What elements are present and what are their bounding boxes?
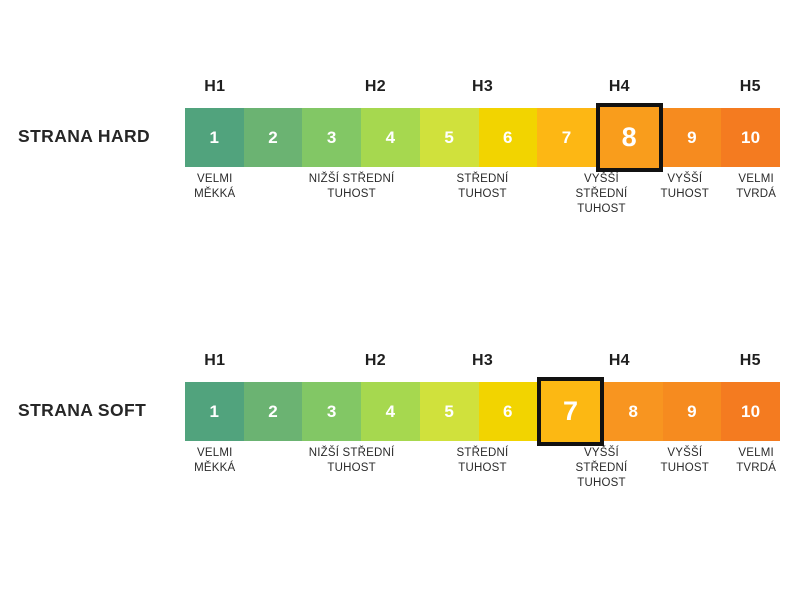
- row-label-soft: STRANA SOFT: [18, 400, 147, 420]
- hardness-cell[interactable]: 2: [243, 108, 303, 167]
- hardness-cell-selected[interactable]: 8: [595, 103, 663, 172]
- hardness-caption: VELMI MĚKKÁ: [194, 173, 236, 200]
- group-header-h3: H3: [471, 352, 494, 369]
- group-header-h3: H3: [471, 78, 494, 95]
- hardness-caption: STŘEDNÍ TUHOST: [456, 447, 509, 474]
- hardness-cell[interactable]: 6: [478, 108, 538, 167]
- hardness-cell[interactable]: 7: [537, 108, 596, 167]
- hardness-cell[interactable]: 4: [361, 382, 420, 441]
- hardness-cell[interactable]: 10: [721, 108, 781, 167]
- hardness-cell[interactable]: 1: [185, 382, 244, 441]
- hardness-cell[interactable]: 4: [361, 108, 420, 167]
- hardness-cell[interactable]: 9: [662, 108, 722, 167]
- hardness-cell[interactable]: 8: [603, 382, 663, 441]
- captions-soft: VELMI MĚKKÁ NIŽŠÍ STŘEDNÍ TUHOST STŘEDNÍ T…: [185, 446, 780, 506]
- hardness-cell[interactable]: 9: [662, 382, 722, 441]
- group-headers-soft: H1 H2 H3 H4 H5: [185, 352, 780, 376]
- group-header-h2: H2: [364, 78, 386, 95]
- hardness-caption: VYŠŠÍ STŘEDNÍ TUHOST: [575, 447, 628, 489]
- hardness-cell[interactable]: 6: [478, 382, 538, 441]
- hardness-caption: VELMI TVRDÁ: [736, 447, 777, 474]
- hardness-cell[interactable]: 2: [243, 382, 303, 441]
- hardness-caption: NIŽŠÍ STŘEDNÍ TUHOST: [308, 173, 395, 200]
- hardness-caption: STŘEDNÍ TUHOST: [456, 173, 509, 200]
- hardness-caption: VELMI MĚKKÁ: [194, 447, 236, 474]
- group-header-h5: H5: [739, 352, 761, 369]
- hardness-cell[interactable]: 5: [419, 382, 479, 441]
- hardness-cell[interactable]: 1: [185, 108, 244, 167]
- hardness-caption: NIŽŠÍ STŘEDNÍ TUHOST: [308, 447, 395, 474]
- captions-hard: VELMI MĚKKÁ NIŽŠÍ STŘEDNÍ TUHOST STŘEDNÍ T…: [185, 172, 780, 232]
- row-label-hard: STRANA HARD: [18, 126, 151, 146]
- hardness-cell[interactable]: 10: [721, 382, 781, 441]
- hardness-caption: VYŠŠÍ TUHOST: [660, 447, 710, 474]
- group-header-h4: H4: [608, 352, 630, 369]
- group-header-h2: H2: [364, 352, 386, 369]
- hardness-cell[interactable]: 5: [419, 108, 479, 167]
- group-header-h1: H1: [204, 352, 226, 369]
- hardness-caption: VELMI TVRDÁ: [736, 173, 777, 200]
- group-header-h4: H4: [608, 78, 630, 95]
- hardness-caption: VYŠŠÍ STŘEDNÍ TUHOST: [575, 173, 628, 215]
- hardness-caption: VYŠŠÍ TUHOST: [660, 173, 710, 200]
- group-header-h1: H1: [204, 78, 226, 95]
- hardness-cell-selected[interactable]: 7: [537, 377, 604, 446]
- hardness-cell[interactable]: 3: [302, 108, 362, 167]
- group-headers-hard: H1 H2 H3 H4 H5: [185, 78, 780, 102]
- group-header-h5: H5: [739, 78, 761, 95]
- hardness-cell[interactable]: 3: [302, 382, 362, 441]
